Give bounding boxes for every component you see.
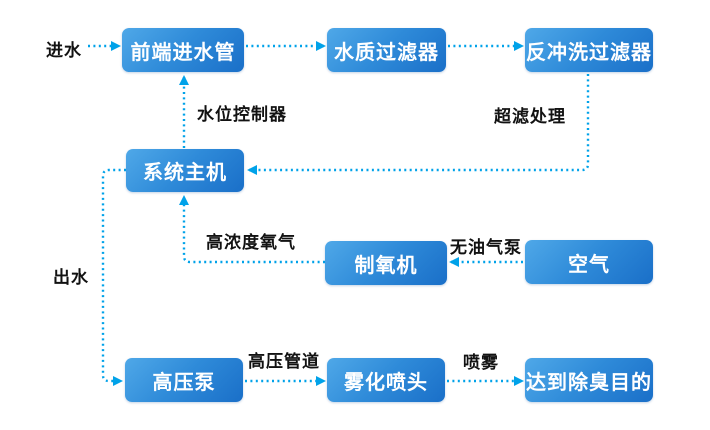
- label-water-level-controller: 水位控制器: [197, 105, 287, 125]
- node-high-pressure-pump: 高压泵: [125, 358, 243, 402]
- node-system-host: 系统主机: [126, 149, 244, 192]
- label-high-conc-oxygen: 高浓度氧气: [206, 233, 296, 253]
- label-outlet-water: 出水: [53, 268, 89, 288]
- edge-host-to-pump: [101, 168, 126, 386]
- label-spray: 喷雾: [463, 353, 499, 373]
- node-oxygen-generator: 制氧机: [325, 241, 447, 285]
- node-backwash-filter: 反冲洗过滤器: [525, 28, 653, 72]
- label-high-pressure-pipeline: 高压管道: [248, 352, 320, 372]
- node-water-quality-filter: 水质过滤器: [327, 28, 446, 72]
- node-atomizing-nozzle: 雾化喷头: [327, 358, 445, 402]
- node-deodorization-goal: 达到除臭目的: [525, 358, 653, 402]
- node-front-inlet-pipe: 前端进水管: [122, 28, 244, 72]
- label-ultrafiltration: 超滤处理: [494, 107, 566, 127]
- node-air: 空气: [525, 240, 653, 284]
- label-inlet-water: 进水: [46, 41, 82, 61]
- edge-oxygen-to-host: [179, 195, 325, 264]
- label-oil-free-air-pump: 无油气泵: [450, 238, 522, 258]
